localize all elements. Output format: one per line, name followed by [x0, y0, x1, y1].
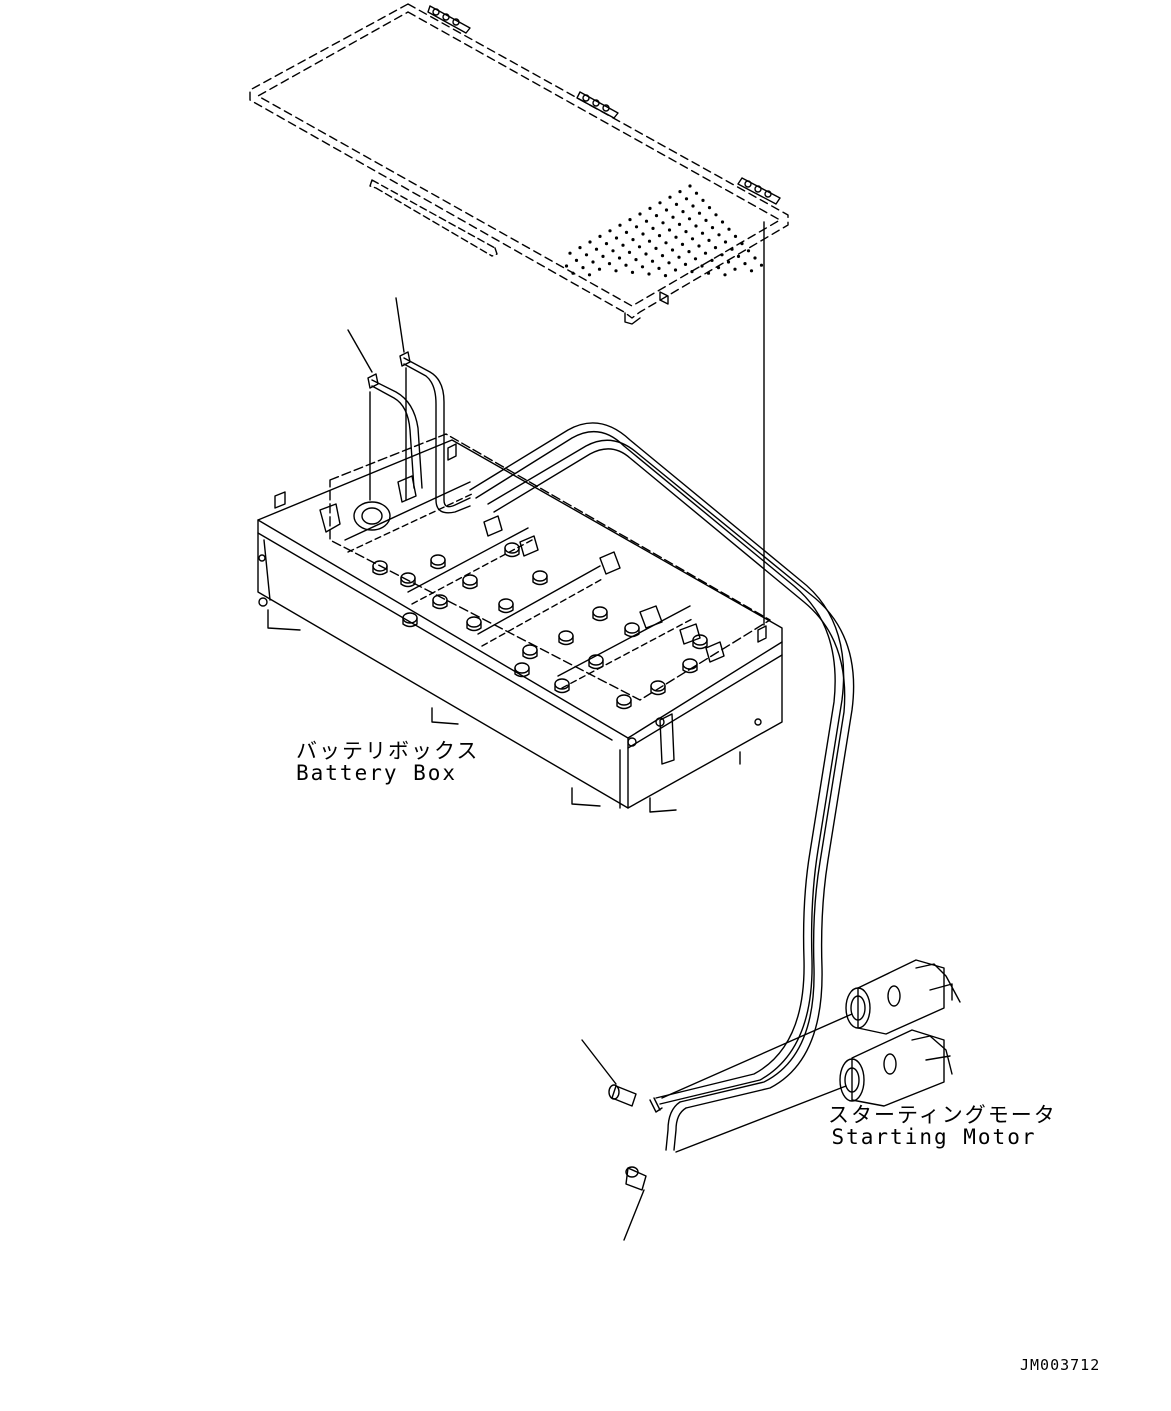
leader-line — [582, 1040, 616, 1084]
battery-box-label-jp: バッテリボックス — [296, 739, 480, 763]
leader-line — [676, 1086, 846, 1152]
leader-line — [662, 1014, 852, 1098]
starting-motor-label: スターティングモータ Starting Motor — [828, 1103, 1057, 1150]
cover-vent-holes — [564, 184, 764, 278]
battery-box-label: バッテリボックス Battery Box — [296, 739, 480, 786]
starting-motor-lower — [840, 1030, 952, 1106]
terminal-cap-lower — [626, 1167, 646, 1190]
leader-line — [396, 298, 404, 352]
cover-hinge — [577, 92, 618, 118]
battery-box-label-en: Battery Box — [296, 761, 458, 786]
starter-cables — [470, 423, 854, 1150]
battery-cover — [250, 4, 788, 324]
leader-line — [624, 1190, 644, 1240]
cover-hinge — [428, 6, 470, 33]
starting-motor-label-jp: スターティングモータ — [828, 1103, 1057, 1127]
leader-line — [348, 330, 372, 372]
battery-terminal-caps — [373, 543, 707, 709]
battery-cable-right — [400, 352, 470, 513]
cable-clamps — [320, 476, 724, 764]
starting-motor-upper — [846, 960, 960, 1034]
terminal-cap-upper — [609, 1085, 636, 1106]
cover-hinge — [738, 178, 780, 204]
drawing-id: JM003712 — [1020, 1356, 1101, 1374]
battery-cable-left — [368, 374, 422, 488]
starting-motor-label-en: Starting Motor — [831, 1125, 1037, 1150]
